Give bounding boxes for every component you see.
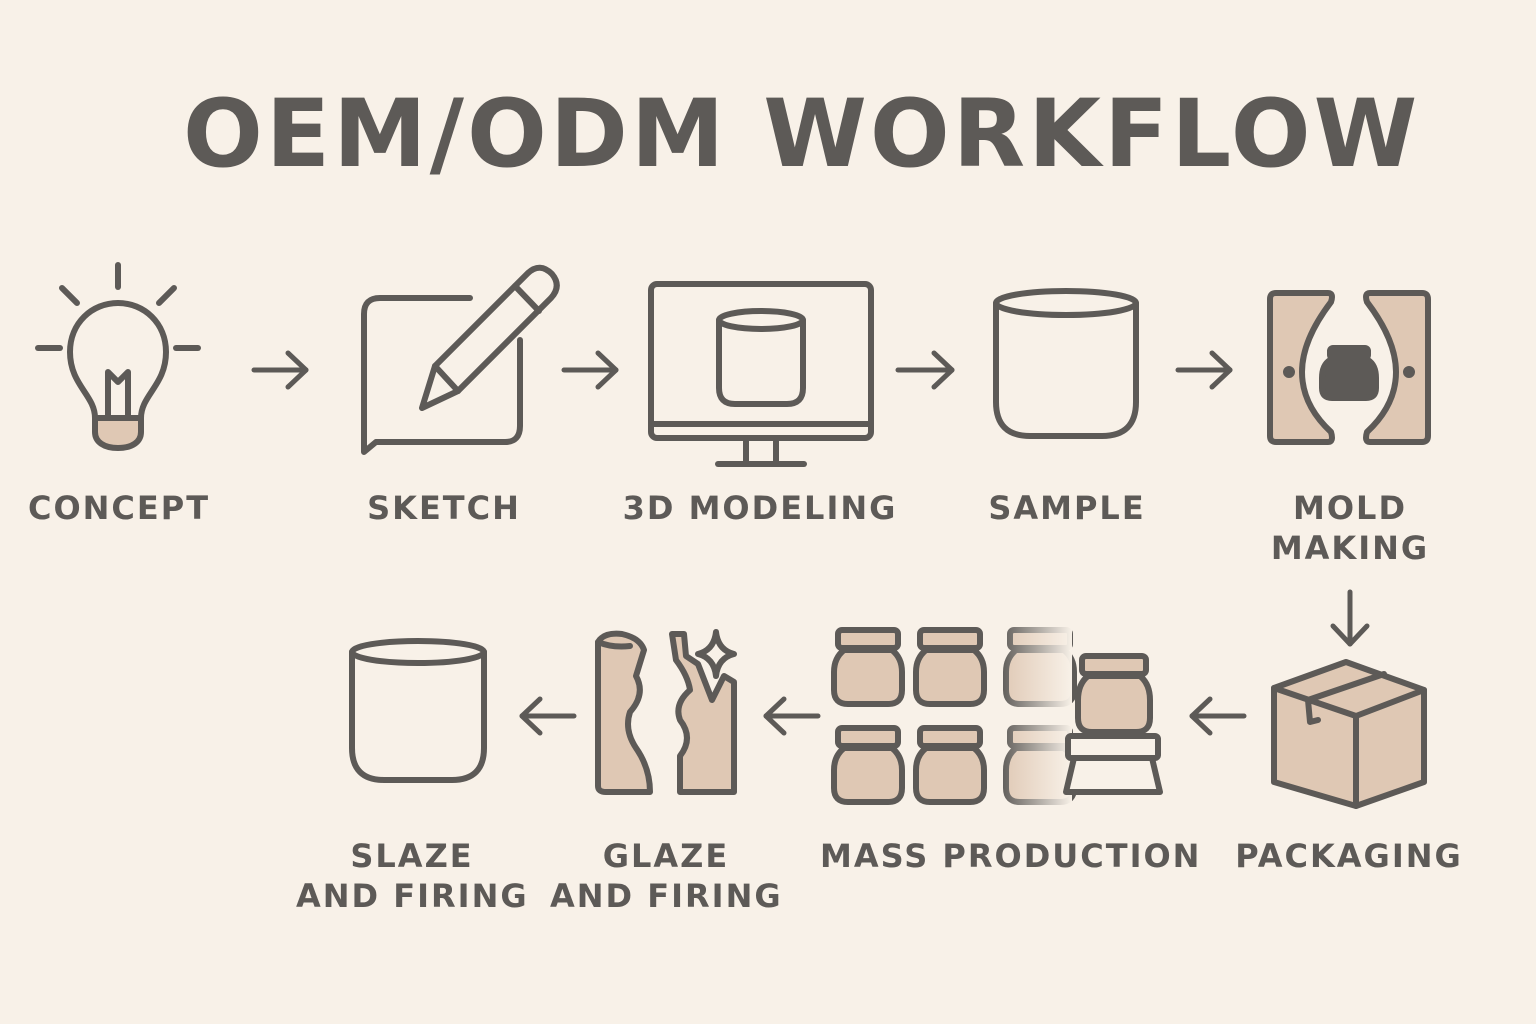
- step-label-3d-modeling: 3D MODELING: [622, 489, 898, 527]
- step-label-sample: SAMPLE: [988, 489, 1146, 527]
- box-icon: [1271, 659, 1427, 809]
- arrow-right-icon: [561, 350, 619, 390]
- jar-icon: [913, 627, 987, 707]
- jar-icon: [831, 725, 905, 805]
- step-label-mass-production: MASS PRODUCTION: [820, 837, 1202, 875]
- cup-icon: [993, 288, 1139, 439]
- jar-on-press-icon: [1063, 653, 1163, 795]
- step-label-sketch: SKETCH: [367, 489, 521, 527]
- arrow-left-icon: [519, 696, 577, 736]
- page-title: OEM/ODM WORKFLOW: [183, 80, 1421, 189]
- monitor-3d-icon: [648, 281, 874, 467]
- step-label-slaze-and-firing: SLAZE AND FIRING: [296, 837, 529, 915]
- fade-overlay: [1000, 620, 1072, 810]
- arrow-right-icon: [251, 350, 309, 390]
- step-label-mold-making: MOLD MAKING: [1270, 489, 1430, 567]
- arrow-left-icon: [763, 696, 821, 736]
- step-label-concept: CONCEPT: [27, 489, 211, 527]
- arrow-right-icon: [895, 350, 955, 390]
- step-label-glaze-and-firing: GLAZE AND FIRING: [550, 837, 783, 915]
- arrow-left-icon: [1189, 696, 1247, 736]
- jar-icon: [831, 627, 905, 707]
- jar-icon: [913, 725, 987, 805]
- mold-icon: [1267, 290, 1431, 445]
- broken-mold-icon: [595, 629, 737, 795]
- pencil-sketch-icon: [361, 264, 560, 455]
- step-label-packaging: PACKAGING: [1235, 837, 1463, 875]
- cup-icon: [349, 638, 487, 783]
- lightbulb-icon: [35, 262, 201, 451]
- arrow-right-icon: [1175, 350, 1233, 390]
- arrow-down-icon: [1330, 589, 1370, 647]
